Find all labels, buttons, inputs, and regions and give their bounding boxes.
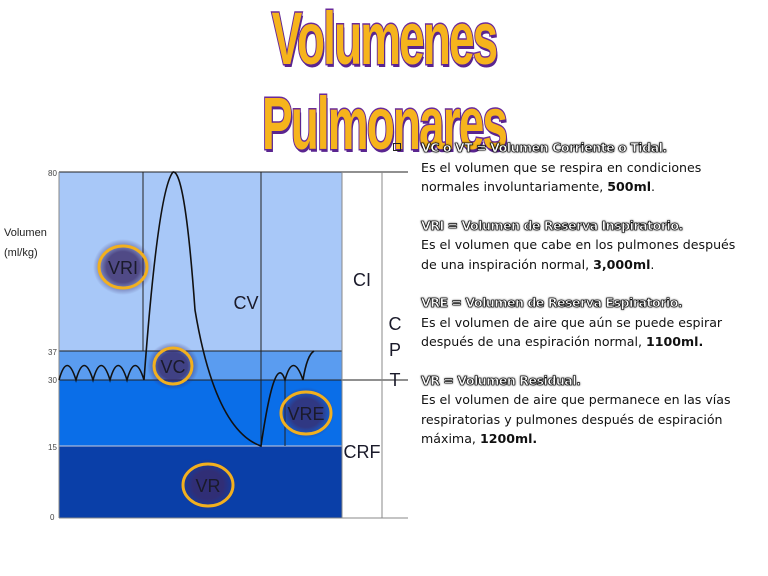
label-vri: VRI: [108, 258, 138, 278]
definition-value: 1100ml.: [645, 334, 704, 349]
label-vc: VC: [160, 357, 185, 377]
definition-value: 3,000ml: [593, 256, 651, 272]
definition-value: 1200ml.: [479, 431, 538, 446]
definition-value: 500ml: [607, 179, 652, 194]
label-cv: CV: [233, 293, 258, 313]
breathing-curve: [58, 171, 315, 448]
tick-80: 80: [48, 169, 57, 178]
tick-30: 30: [48, 376, 57, 385]
bullet-icon: [393, 143, 401, 151]
definition-vr: VR = Volumen Residual. Es el volumen de …: [421, 371, 751, 449]
definition-vc: VC o VT = Volumen Corriente o Tidal. Es …: [421, 138, 751, 197]
definition-body: Es el volumen de aire que aún se puede e…: [421, 314, 723, 350]
definition-vre: VRE = Volumen de Reserva Espiratorio. Es…: [421, 293, 751, 352]
tick-15: 15: [48, 443, 57, 452]
lung-volume-diagram: 80 37 30 15 0 Volumen (ml/kg) VRI VC CV …: [4, 169, 408, 522]
definition-body: Es el volumen que cabe en los pulmones d…: [421, 237, 736, 272]
label-cpt-t: T: [390, 370, 401, 390]
definition-heading: VR = Volumen Residual.: [421, 372, 582, 388]
definition-heading: VRE = Volumen de Reserva Espiratorio.: [421, 295, 683, 311]
definitions-list: VC o VT = Volumen Corriente o Tidal. Es …: [393, 138, 751, 468]
label-cpt-p: P: [389, 340, 401, 360]
y-axis-unit: (ml/kg): [4, 247, 38, 259]
tick-37: 37: [48, 348, 57, 357]
label-cpt-c: C: [389, 314, 402, 334]
label-ci: CI: [353, 270, 371, 290]
label-vre: VRE: [287, 404, 324, 424]
label-vr: VR: [195, 476, 220, 496]
label-crf: CRF: [344, 442, 381, 462]
definition-vri: VRI = Volumen de Reserva Inspiratorio. E…: [421, 216, 751, 275]
y-axis-label: Volumen: [4, 227, 47, 239]
definition-heading: VC o VT = Volumen Corriente o Tidal.: [421, 140, 668, 156]
definition-heading: VRI = Volumen de Reserva Inspiratorio.: [421, 217, 684, 233]
definition-body: Es el volumen que se respira en condicio…: [421, 159, 702, 195]
definition-tail: .: [650, 256, 655, 272]
page-title: Volumenes Pulmonares: [261, 0, 509, 167]
definition-body: Es el volumen de aire que permanece en l…: [421, 392, 731, 446]
definition-tail: .: [651, 179, 656, 194]
tick-0: 0: [50, 513, 55, 522]
